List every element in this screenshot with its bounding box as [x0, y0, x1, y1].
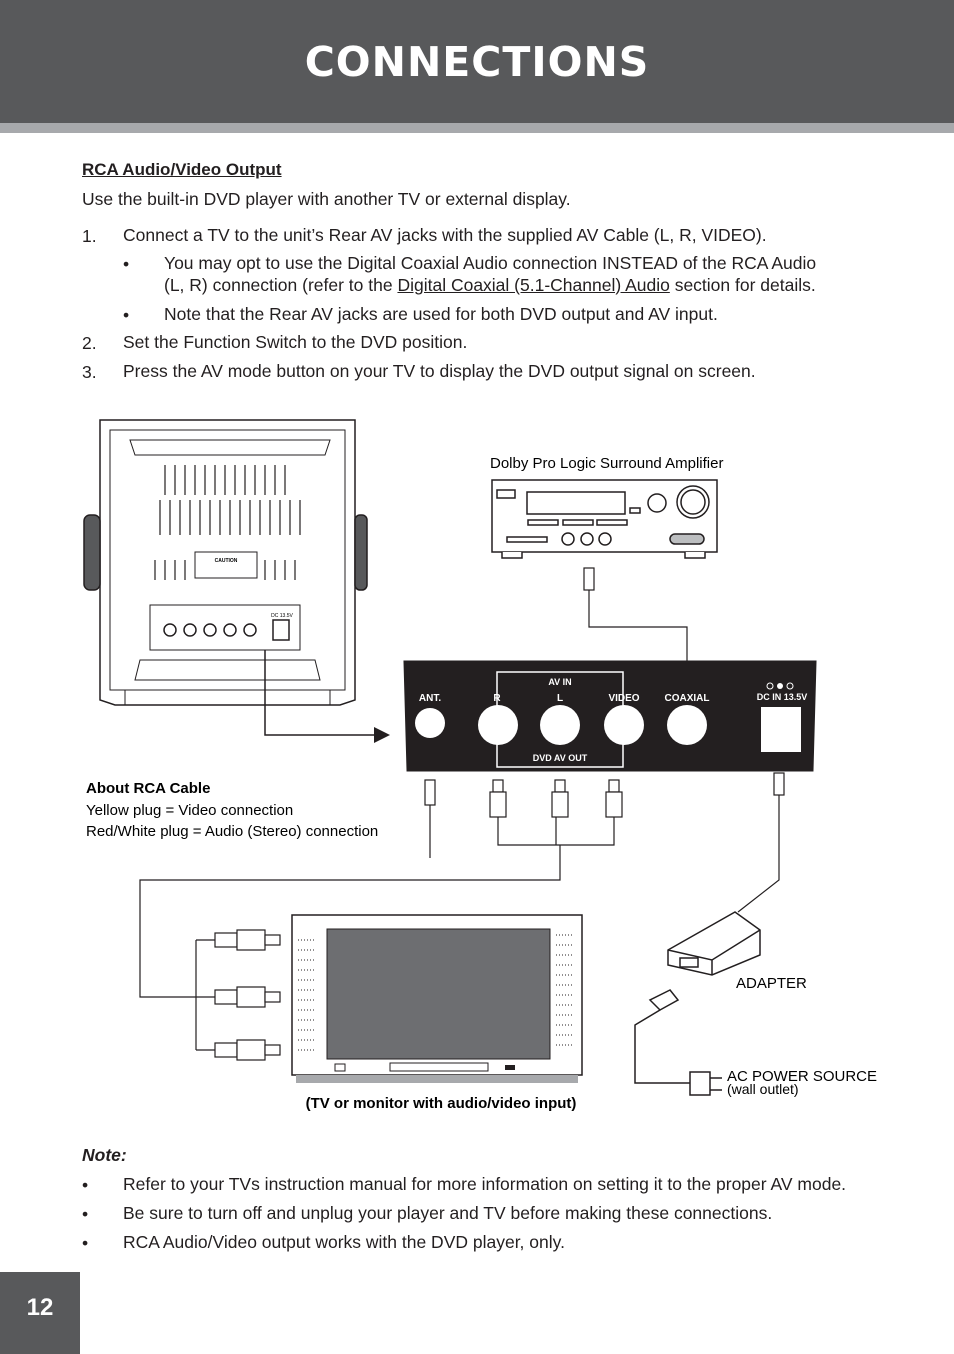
panel-l-label: L — [557, 693, 563, 704]
step-3-number: 3. — [82, 362, 97, 382]
panel-video-label: VIDEO — [608, 693, 639, 704]
tv-rca-plugs — [214, 929, 281, 1061]
ac-power-label: AC POWER SOURCE — [727, 1068, 877, 1085]
amplifier-device — [491, 479, 718, 559]
page-number: 12 — [26, 1294, 54, 1321]
panel-r-label: R — [493, 693, 501, 704]
tv-caption: (TV or monitor with audio/video input) — [306, 1095, 577, 1112]
header-strip — [0, 123, 954, 133]
intro-text: Use the built-in DVD player with another… — [82, 189, 571, 209]
step-1-number: 1. — [82, 226, 97, 246]
power-adapter — [634, 911, 761, 1096]
panel-ant-label: ANT. — [419, 693, 441, 704]
bullet-marker: • — [123, 254, 130, 274]
unit-caution-label: CAUTION — [215, 558, 238, 564]
digital-coaxial-link[interactable]: Digital Coaxial (5.1-Channel) Audio — [397, 275, 670, 295]
section-heading: RCA Audio/Video Output — [82, 160, 282, 179]
dvd-unit-rear — [83, 419, 368, 706]
bullet-marker: • — [123, 305, 130, 325]
unit-dc-label: DC 13.5V — [271, 613, 293, 619]
step-2-number: 2. — [82, 333, 97, 353]
sub-bullet-2-text: Note that the Rear AV jacks are used for… — [164, 304, 718, 324]
tv-monitor — [291, 914, 583, 1083]
about-rca-line2: Red/White plug = Audio (Stereo) connecti… — [86, 823, 378, 840]
panel-dc-in-label: DC IN 13.5V — [757, 692, 808, 702]
note-item-2: Be sure to turn off and unplug your play… — [123, 1203, 773, 1223]
note-bullet-marker: • — [82, 1233, 89, 1253]
about-rca-title: About RCA Cable — [86, 780, 210, 797]
adapter-label: ADAPTER — [736, 975, 807, 992]
note-bullet-marker: • — [82, 1175, 89, 1195]
header-bar — [0, 0, 954, 123]
panel-dvd-av-out-label: DVD AV OUT — [533, 753, 588, 763]
step-2-text: Set the Function Switch to the DVD posit… — [123, 332, 468, 352]
rca-plugs — [139, 772, 785, 1051]
about-rca-line1: Yellow plug = Video connection — [86, 802, 293, 819]
note-title: Note: — [82, 1145, 127, 1165]
rear-panel — [403, 660, 817, 772]
wall-outlet-label: (wall outlet) — [727, 1081, 799, 1097]
amp-coax-cable — [583, 567, 688, 663]
note-item-3: RCA Audio/Video output works with the DV… — [123, 1232, 565, 1252]
panel-av-in-label: AV IN — [548, 677, 571, 687]
amp-label: Dolby Pro Logic Surround Amplifier — [490, 455, 723, 472]
arrow-head — [374, 727, 390, 743]
panel-coaxial-label: COAXIAL — [665, 693, 710, 704]
page-title: CONNECTIONS — [304, 38, 650, 86]
page-number-tab — [0, 1272, 80, 1354]
sub-bullet-1-line1: You may opt to use the Digital Coaxial A… — [164, 253, 817, 273]
step-1-text: Connect a TV to the unit’s Rear AV jacks… — [123, 225, 767, 245]
note-item-1: Refer to your TVs instruction manual for… — [123, 1174, 847, 1194]
sub-bullet-1-line2-post: section for details. — [669, 275, 816, 295]
note-bullet-marker: • — [82, 1204, 89, 1224]
step-3-text: Press the AV mode button on your TV to d… — [123, 361, 756, 381]
sub-bullet-1-line2: (L, R) connection (refer to the Digital … — [164, 274, 816, 296]
zoom-arrow — [264, 650, 380, 736]
sub-bullet-1-line2-pre: (L, R) connection (refer to the — [164, 275, 398, 295]
